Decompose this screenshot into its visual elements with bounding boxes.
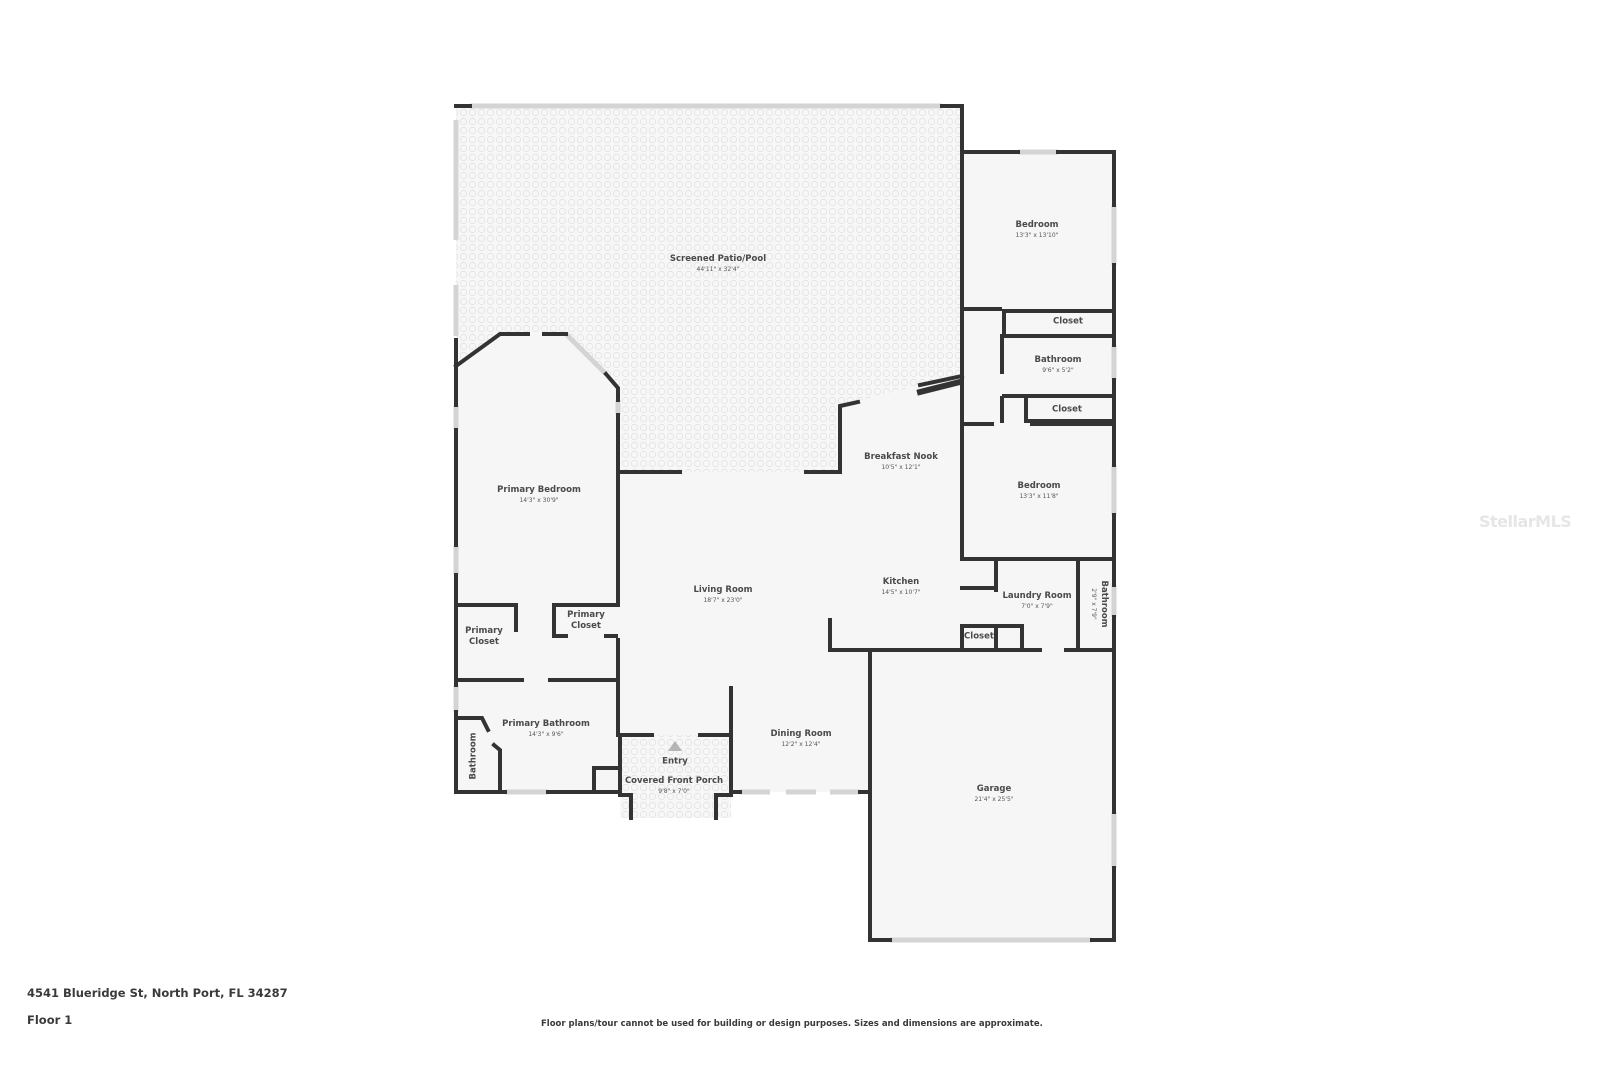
laundry-floor xyxy=(996,559,1114,650)
garage-floor xyxy=(870,650,1114,940)
disclaimer: Floor plans/tour cannot be used for buil… xyxy=(541,1019,1043,1029)
floor-label: Floor 1 xyxy=(27,1013,73,1027)
watermark-logo: StellarMLS xyxy=(1479,512,1572,531)
bedroom-top-floor xyxy=(964,152,1114,309)
patio-floor xyxy=(456,106,962,472)
main-floor xyxy=(456,334,996,818)
walls xyxy=(453,104,1116,942)
east-wing-floor xyxy=(964,309,1114,559)
floor-fills xyxy=(456,106,1114,940)
windows xyxy=(453,103,1117,943)
entry-arrow-icon xyxy=(668,741,682,751)
property-address: 4541 Blueridge St, North Port, FL 34287 xyxy=(27,986,288,1000)
